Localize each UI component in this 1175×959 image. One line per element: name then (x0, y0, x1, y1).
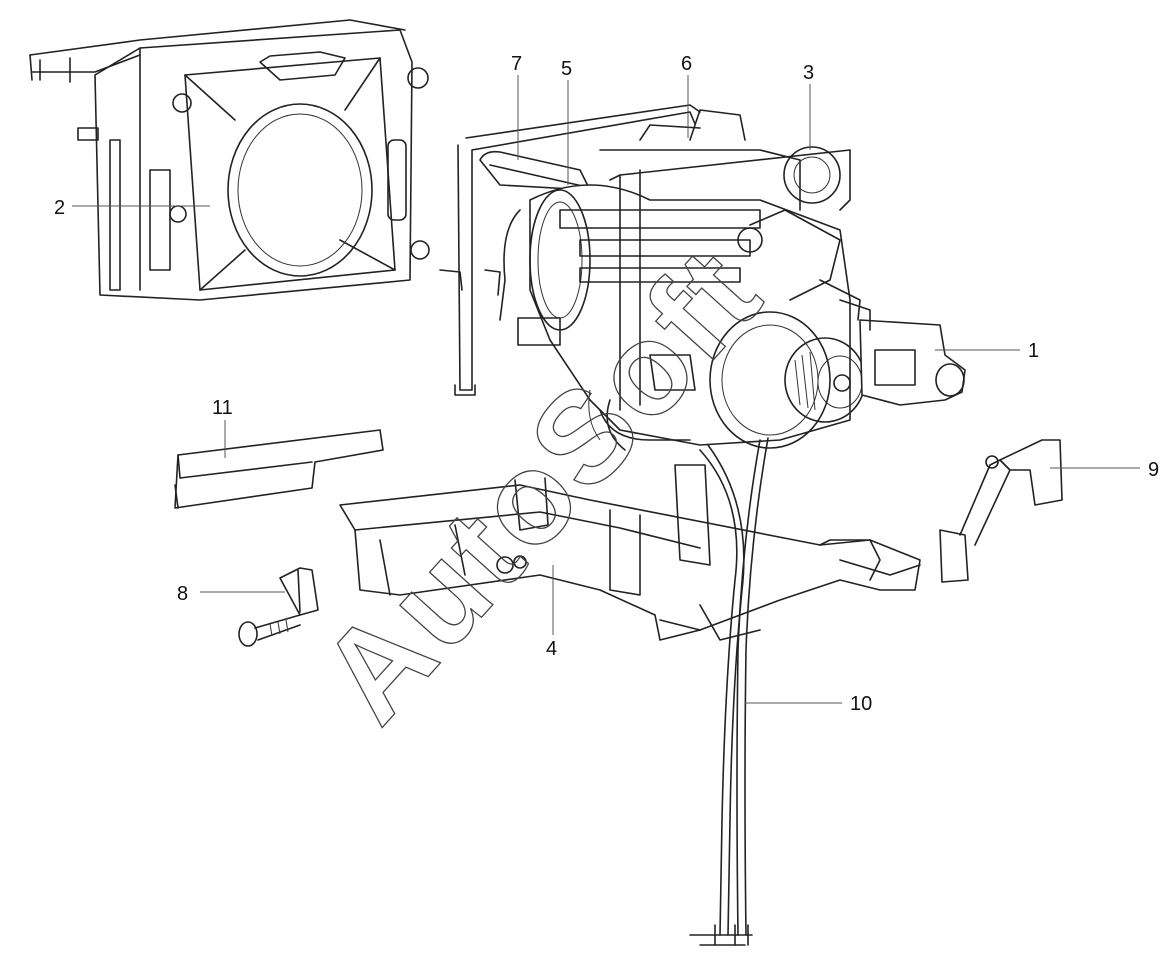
callout-label-9: 9 (1148, 459, 1159, 481)
callout-10: 10 (745, 693, 872, 715)
callout-label-4: 4 (546, 638, 557, 660)
callout-label-7: 7 (511, 53, 522, 75)
radiator-assembly (29, 19, 430, 301)
callout-8: 8 (177, 583, 285, 605)
callout-3: 3 (803, 62, 814, 150)
frame-assembly (339, 464, 921, 641)
callout-4: 4 (546, 565, 557, 660)
bracket-part-9 (939, 439, 1063, 583)
callout-label-3: 3 (803, 62, 814, 84)
callout-2: 2 (54, 197, 210, 219)
panel-part-11 (174, 429, 384, 509)
callout-5: 5 (561, 58, 572, 185)
callout-1: 1 (935, 340, 1039, 362)
callout-label-1: 1 (1028, 340, 1039, 362)
callout-11: 11 (212, 397, 233, 458)
callout-7: 7 (511, 53, 522, 160)
bracket-part-8 (238, 567, 319, 647)
callout-label-2: 2 (54, 197, 65, 219)
engine-assembly (439, 104, 966, 451)
hoses-part-10 (689, 437, 769, 946)
callout-label-8: 8 (177, 583, 188, 605)
callout-label-5: 5 (561, 58, 572, 80)
callout-label-10: 10 (850, 693, 872, 715)
callout-9: 9 (1050, 459, 1159, 481)
callout-label-11: 11 (212, 397, 233, 419)
callout-label-6: 6 (681, 53, 692, 75)
callout-6: 6 (681, 53, 692, 138)
